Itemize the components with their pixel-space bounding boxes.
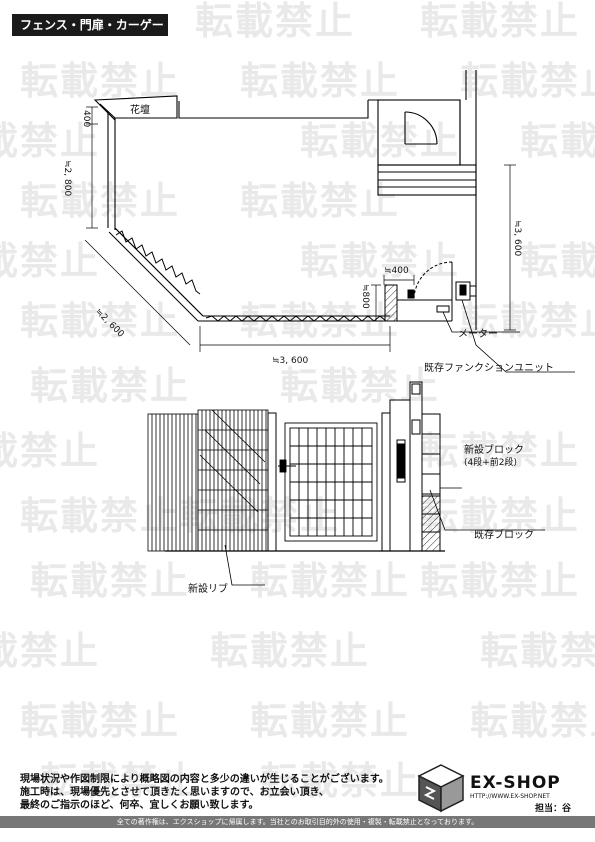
footer-note-line: 現場状況や作図制限により概略図の内容と多少の違いが生じることがございます。	[20, 774, 389, 785]
dimension-label-2800: ≒2, 800	[62, 160, 72, 197]
house-outline	[178, 70, 477, 330]
new-rib-label: 新設リブ	[188, 584, 228, 595]
brand-name: EX-SHOP	[470, 773, 561, 793]
page-title: フェンス・門扉・カーゲート	[12, 14, 168, 54]
flower-bed-label: 花壇	[130, 105, 150, 116]
brand-url[interactable]: HTTP://WWW.EX-SHOP.NET	[470, 793, 550, 800]
dimension-label-3600-right: ≒3, 600	[512, 220, 522, 257]
new-block-label: 新設ブロック	[464, 445, 524, 456]
gate-pillar	[389, 381, 423, 552]
existing-block-label: 既存ブロック	[474, 530, 534, 541]
property-line	[107, 111, 116, 230]
footer-note-line: 最終のご指示のほど、何卒、宜しくお願い致します。	[20, 800, 259, 811]
function-unit-label: 既存ファンクションユニット	[424, 363, 554, 374]
footer-note-line: 施工時は、現場優先とさせて頂きたく思いますので、お立会い頂き、	[20, 787, 329, 798]
fence-diagonal	[108, 227, 204, 322]
dimension-label-400-gate: ≒400	[384, 266, 409, 276]
dimension-label-400-top: 400	[81, 110, 91, 128]
function-unit	[455, 281, 477, 301]
dimension-lines	[84, 106, 516, 352]
staff-label: 担当：谷	[535, 804, 572, 814]
fence-bottom	[114, 227, 390, 322]
dimension-label-800: ≒800	[360, 284, 370, 309]
new-rib-fence	[147, 413, 199, 552]
meter-label: メーター	[458, 329, 498, 340]
gate-leaf	[278, 422, 378, 542]
brand-logo-icon	[417, 764, 465, 813]
footer-note: 現場状況や作図制限により概略図の内容と多少の違いが生じることがございます。 施工…	[20, 773, 410, 812]
dimension-label-3600-bottom: ≒3, 600	[272, 356, 309, 366]
gate-area	[384, 261, 453, 322]
new-block-column	[421, 413, 441, 552]
copyright-bar: 全ての著作権は、エクスショップに帰属します。当社とのお取引目的外の使用・複製・転…	[0, 816, 595, 828]
rib-fence-middle	[197, 409, 269, 552]
new-block-sub-label: (4段+前2段)	[464, 458, 518, 468]
